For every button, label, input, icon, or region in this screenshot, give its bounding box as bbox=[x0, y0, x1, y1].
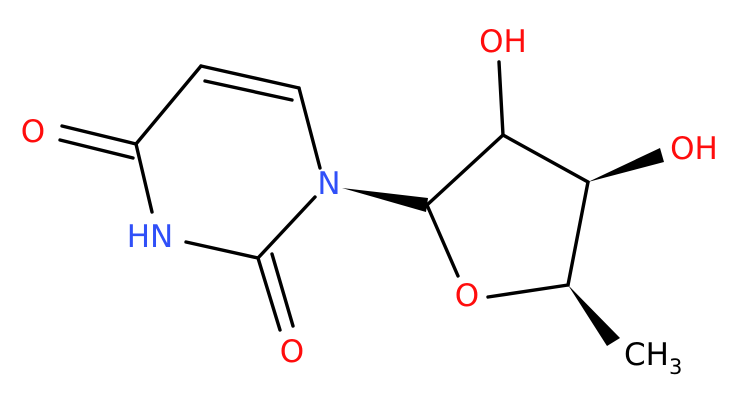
bond-c2-oh bbox=[497, 60, 505, 137]
bond-c5-c6 bbox=[199, 64, 301, 90]
bond-c2-n1 bbox=[256, 195, 317, 260]
atom-ch3-subscript: 3 bbox=[669, 355, 682, 379]
bond-c2-o-inner bbox=[270, 252, 295, 328]
atom-nh: HN bbox=[127, 219, 174, 255]
bond-o-c1 bbox=[425, 203, 460, 278]
atom-ch3: CH3 bbox=[624, 337, 682, 379]
bond-c2-o bbox=[256, 256, 282, 332]
bond-c4-o-inner bbox=[58, 138, 135, 160]
bond-c3-c4 bbox=[566, 180, 590, 287]
bond-c5-c6-inner bbox=[203, 79, 294, 102]
uracil-ring bbox=[58, 64, 322, 332]
atom-oh-right: OH bbox=[670, 131, 718, 167]
wedge-n1-c1 bbox=[342, 188, 428, 212]
bond-n3-c2 bbox=[184, 240, 260, 260]
bond-c2-c3 bbox=[501, 133, 590, 184]
atom-o-carbonyl-bottom: O bbox=[280, 334, 304, 370]
bond-c6-n1 bbox=[297, 86, 322, 170]
bond-c4-o-ring bbox=[486, 283, 570, 299]
atom-oh-top: OH bbox=[479, 24, 527, 60]
atom-o-carbonyl-top: O bbox=[21, 114, 45, 150]
atom-o-ring: O bbox=[455, 278, 479, 314]
bond-c4-o bbox=[60, 124, 138, 146]
bond-c4-c5 bbox=[134, 64, 203, 146]
bond-c1-c2 bbox=[425, 133, 505, 207]
wedge-c3-oh bbox=[588, 148, 664, 182]
bond-c4-n3 bbox=[134, 142, 154, 214]
atom-n-glyco: N bbox=[317, 166, 340, 202]
atom-ch3-main: CH bbox=[624, 337, 669, 373]
ribose-ring bbox=[425, 60, 590, 299]
wedge-c4-ch3 bbox=[568, 285, 620, 346]
